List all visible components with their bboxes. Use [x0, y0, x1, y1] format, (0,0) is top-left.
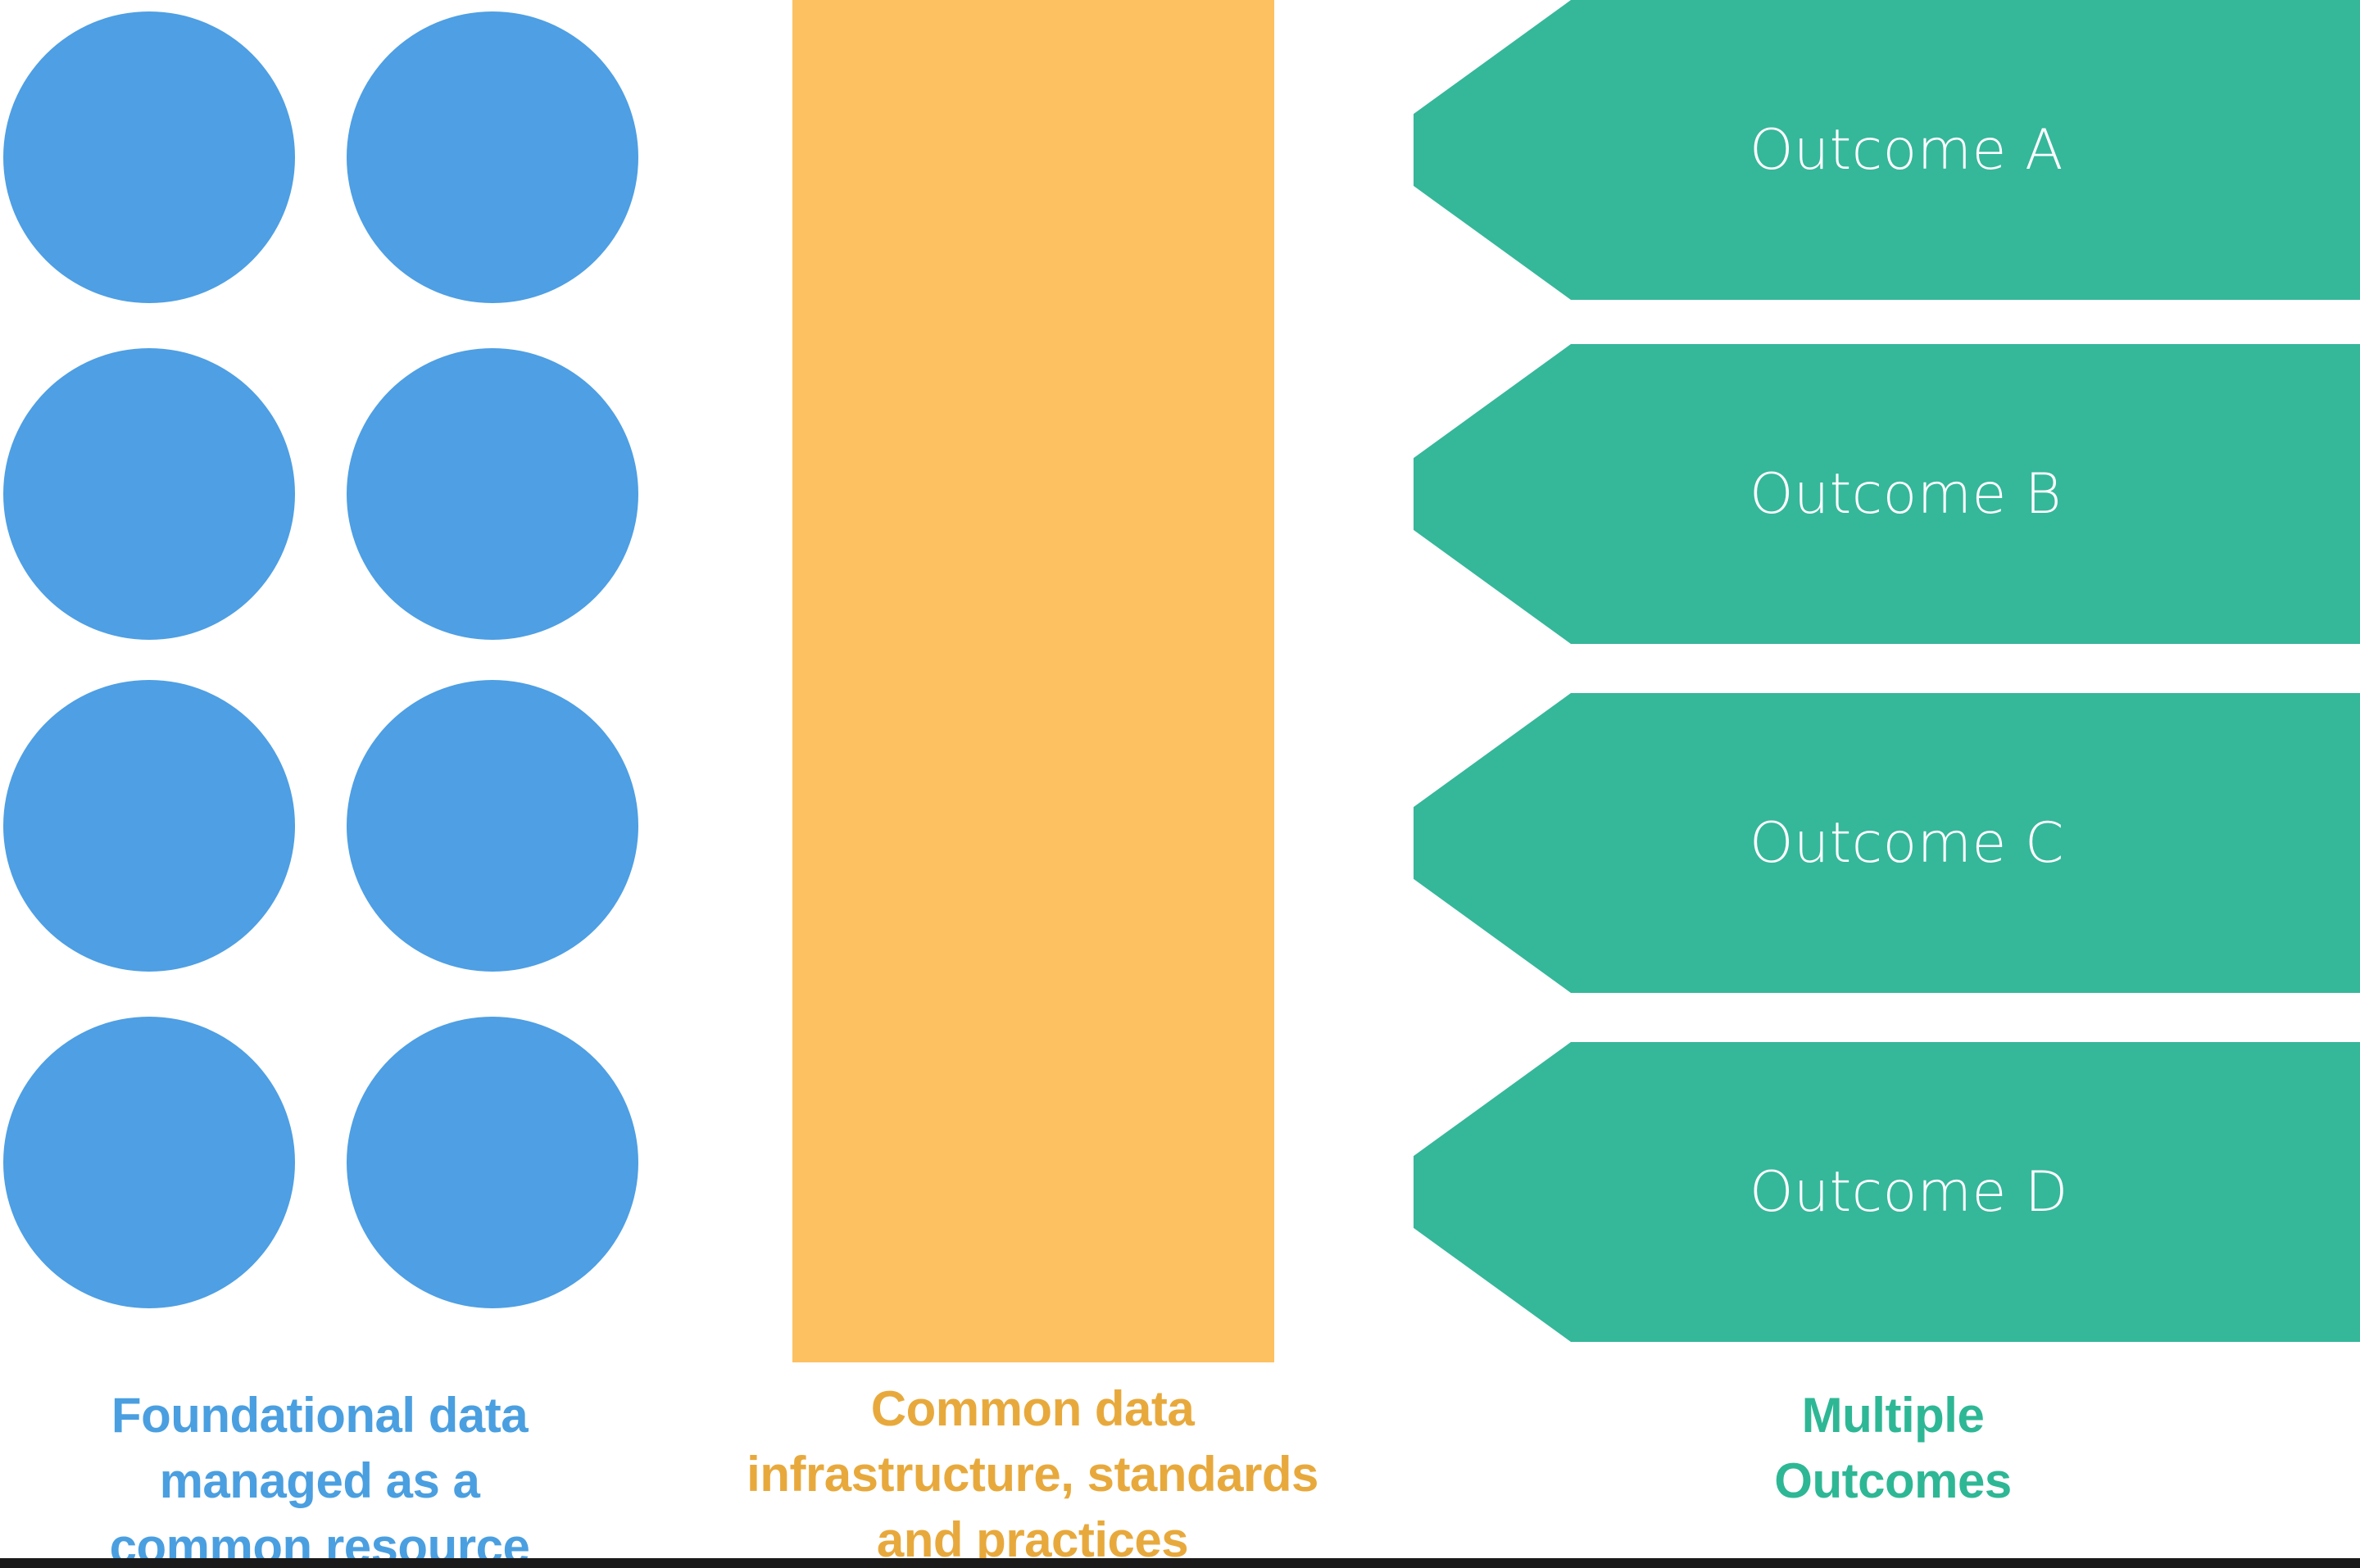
foundational-data-circle — [347, 680, 638, 972]
outcome-label: Outcome D — [1750, 1159, 2068, 1225]
caption-line: Common data — [870, 1381, 1195, 1436]
outcome-shape: Outcome D — [1414, 1042, 2360, 1342]
foundational-data-circle — [3, 11, 295, 303]
common-data-infrastructure-bar — [792, 0, 1274, 1362]
foundational-data-circle — [347, 1017, 638, 1308]
outcome-shape: Outcome B — [1414, 344, 2360, 644]
common-data-infrastructure-caption: Common data infrastructure, standards an… — [680, 1376, 1385, 1568]
outcomes-shape-group: Outcome A Outcome B Outcome C Outcome D — [1414, 0, 2360, 1376]
outcome-label: Outcome C — [1750, 810, 2064, 876]
caption-line: Foundational data — [111, 1388, 529, 1443]
caption-line: infrastructure, standards — [747, 1446, 1318, 1502]
outcome-shape: Outcome A — [1414, 0, 2360, 300]
foundational-data-circle — [3, 1017, 295, 1308]
caption-line: Multiple — [1801, 1388, 1985, 1443]
caption-line: Outcomes — [1774, 1452, 2012, 1508]
outcome-label: Outcome A — [1750, 117, 2063, 183]
foundational-data-circle — [347, 11, 638, 303]
caption-line: and practices — [876, 1511, 1189, 1567]
caption-line: managed as a — [159, 1452, 480, 1508]
multiple-outcomes-caption: Multiple Outcomes — [1631, 1383, 2155, 1514]
outcome-shape: Outcome C — [1414, 693, 2360, 993]
outcome-label: Outcome B — [1750, 461, 2062, 527]
bottom-rule — [0, 1558, 2360, 1568]
foundational-data-circle — [347, 348, 638, 640]
foundational-data-circle-group — [0, 0, 656, 1376]
foundational-data-circle — [3, 680, 295, 972]
foundational-data-caption: Foundational data managed as a common re… — [0, 1383, 639, 1568]
foundational-data-circle — [3, 348, 295, 640]
